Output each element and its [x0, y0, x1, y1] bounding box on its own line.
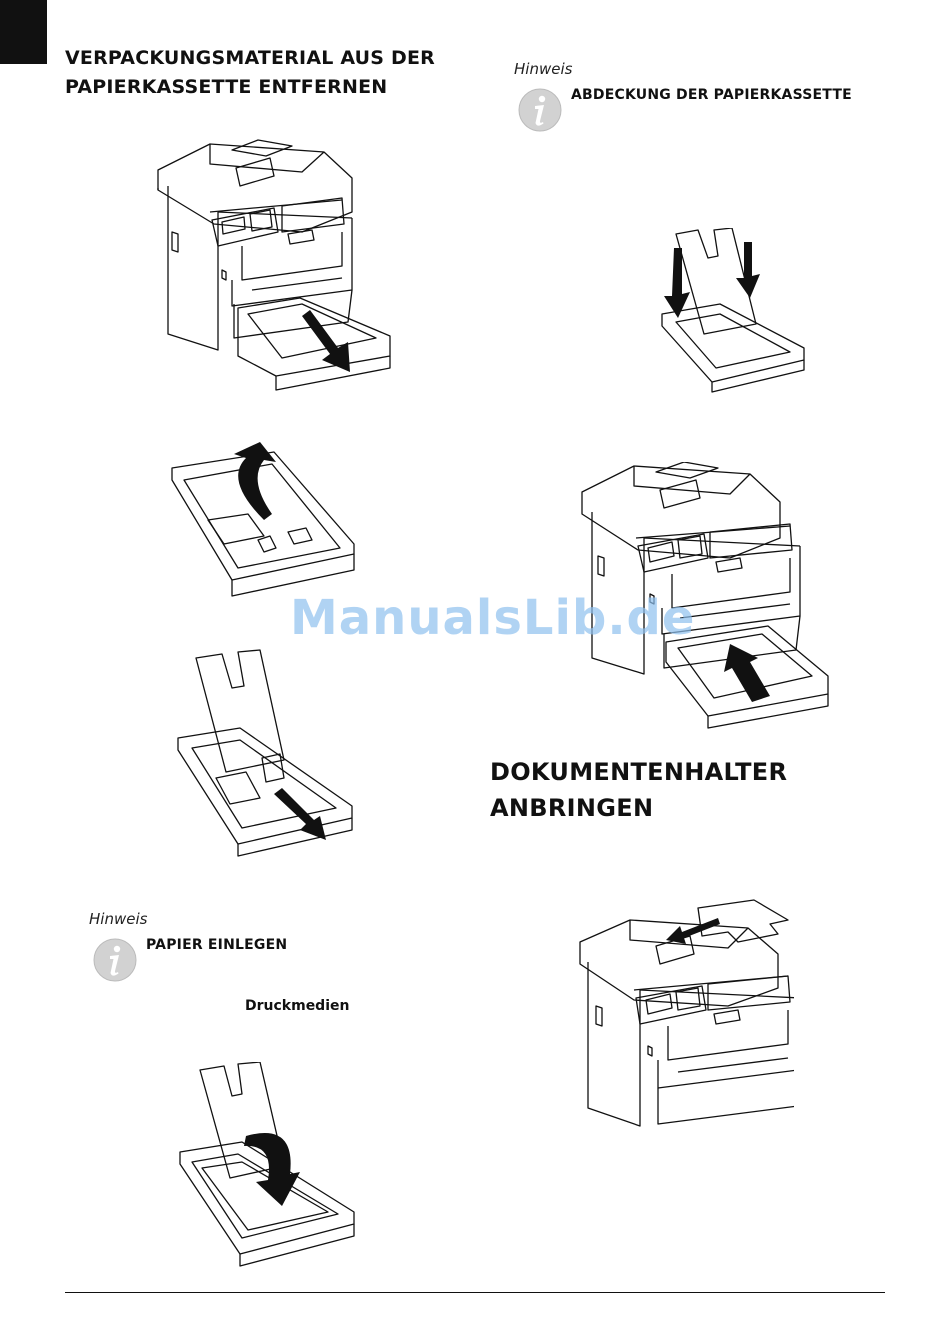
chapter-tab: [0, 0, 47, 64]
watermark: ManualsLib.de: [290, 590, 695, 646]
note-label-paper: Hinweis: [89, 910, 147, 928]
printer-tray-out-illustration: [152, 128, 400, 394]
tray-paper-load-illustration: [178, 1062, 358, 1268]
note-title-cover: ABDECKUNG DER PAPIERKASSETTE: [571, 87, 852, 103]
heading-line-2: ANBRINGEN: [490, 790, 787, 826]
printer-document-holder-illustration: [578, 894, 794, 1134]
info-icon: [518, 88, 562, 132]
section-heading-packaging: VERPACKUNGSMATERIAL AUS DER PAPIERKASSET…: [65, 44, 435, 102]
tray-cover-lift-illustration: [168, 440, 360, 600]
note-title-paper: PAPIER EINLEGEN: [146, 937, 287, 953]
info-icon: [93, 938, 137, 982]
tray-cover-attach-illustration: [660, 228, 810, 394]
heading-line-1: DOKUMENTENHALTER: [490, 754, 787, 790]
heading-line-1: VERPACKUNGSMATERIAL AUS DER: [65, 44, 435, 73]
heading-line-2: PAPIERKASSETTE ENTFERNEN: [65, 73, 435, 102]
note-label-cover: Hinweis: [514, 60, 572, 78]
tray-remove-packaging-illustration: [176, 648, 356, 858]
section-heading-document-holder: DOKUMENTENHALTER ANBRINGEN: [490, 754, 787, 826]
bottom-rule: [65, 1292, 885, 1293]
note-inline-bold: Druckmedien: [245, 998, 349, 1014]
